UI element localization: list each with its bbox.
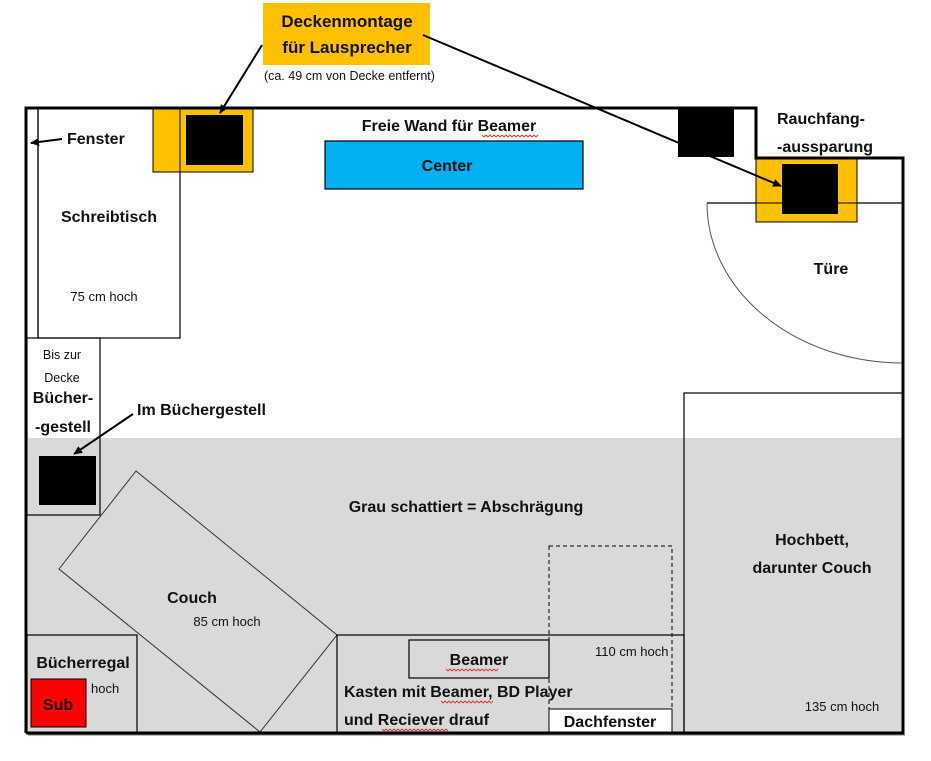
center-label: Center — [422, 158, 473, 175]
shelf-label-line2: -gestell — [35, 419, 91, 436]
shelf-note-line2: Decke — [44, 371, 79, 385]
in-shelf-label: Im Büchergestell — [137, 402, 266, 419]
left-ceiling-speaker[interactable] — [186, 115, 243, 165]
cabinet-height-label: 110 cm hoch — [595, 644, 668, 659]
callout-box — [263, 3, 430, 65]
spellcheck-underline — [445, 668, 499, 672]
callout-title-line1: Deckenmontage — [281, 12, 412, 31]
window-label: Fenster — [67, 131, 125, 148]
loft-bed-label-line1: Hochbett, — [775, 532, 849, 549]
spellcheck-underline — [481, 134, 539, 138]
chimney-label-line2: -aussparung — [777, 139, 873, 156]
desk-label: Schreibtisch — [61, 209, 157, 226]
bookcase-height-label: hoch — [91, 681, 119, 696]
loft-bed-label-line2: darunter Couch — [752, 560, 871, 577]
right-ceiling-speaker[interactable] — [782, 164, 838, 214]
spellcheck-underline — [440, 700, 494, 704]
beamer-label: Beamer — [450, 652, 509, 669]
chimney-label-line1: Rauchfang- — [777, 111, 865, 128]
slope-legend: Grau schattiert = Abschrägung — [349, 499, 584, 516]
free-wall-label: Freie Wand für Beamer — [362, 118, 537, 135]
center-speaker[interactable] — [324, 140, 584, 190]
shelf-label-line1: Bücher- — [33, 390, 93, 407]
chimney-speaker-block[interactable] — [678, 108, 734, 157]
loft-bed-white-part — [685, 394, 902, 438]
shelf-note-line1: Bis zur — [43, 348, 81, 362]
couch-label: Couch — [167, 590, 217, 607]
beamer-box[interactable] — [408, 639, 550, 679]
cabinet-label-line1: Kasten mit Beamer, BD Player — [344, 684, 573, 701]
bookshelf-upper-fill — [28, 339, 99, 438]
callout-title-line2: für Lausprecher — [282, 38, 412, 57]
callout-note: (ca. 49 cm von Decke entfernt) — [264, 69, 435, 83]
subwoofer[interactable] — [30, 678, 87, 728]
arrow-shelf-speaker — [73, 413, 134, 455]
room-walls — [24, 106, 905, 735]
bookcase-label: Bücherregal — [36, 655, 129, 672]
skylight-label-box[interactable] — [548, 708, 673, 734]
couch-height-label: 85 cm hoch — [193, 614, 260, 629]
sub-label: Sub — [43, 697, 73, 714]
arrow-window — [30, 138, 63, 146]
desk-height-label: 75 cm hoch — [70, 289, 137, 304]
door-label: Türe — [814, 261, 849, 278]
speaker-in-shelf[interactable] — [39, 456, 96, 505]
door-swing-arc — [706, 202, 904, 364]
arrow-left-speaker — [219, 44, 263, 114]
loft-bed-height-label: 135 cm hoch — [805, 699, 879, 714]
arrow-right-speaker — [422, 34, 782, 187]
skylight-label: Dachfenster — [564, 714, 656, 731]
cabinet-label-line2: und Reciever drauf — [344, 712, 490, 729]
spellcheck-underline — [381, 728, 449, 732]
